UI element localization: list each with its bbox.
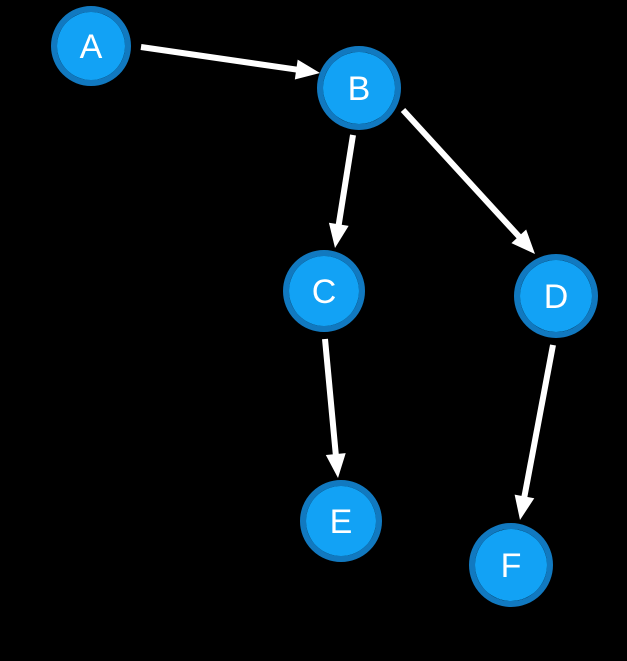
arrowhead-icon <box>294 59 320 80</box>
node-circle <box>289 256 359 326</box>
graph-node-f[interactable]: F <box>469 523 553 607</box>
graph-edge <box>322 338 346 478</box>
arrowhead-icon <box>328 222 349 248</box>
graph-node-d[interactable]: D <box>514 254 598 338</box>
graph-edge <box>140 44 320 80</box>
graph-edge <box>514 344 556 520</box>
arrowhead-icon <box>514 494 535 520</box>
node-ring <box>283 250 365 332</box>
node-circle <box>306 486 376 556</box>
node-ring <box>514 254 598 338</box>
graph-node-e[interactable]: E <box>300 480 382 562</box>
arrowhead-icon <box>325 453 346 478</box>
node-ring <box>469 523 553 607</box>
node-circle <box>520 260 592 332</box>
arrowhead-icon <box>511 229 535 254</box>
node-circle <box>323 52 395 124</box>
node-circle <box>57 12 125 80</box>
node-ring <box>51 6 131 86</box>
edges-layer <box>140 44 556 520</box>
graph-node-a[interactable]: A <box>51 6 131 86</box>
graph-edge <box>400 107 535 254</box>
nodes-layer: A B C D E F <box>51 6 598 607</box>
graph-node-b[interactable]: B <box>317 46 401 130</box>
graph-edge <box>328 134 356 248</box>
graph-node-c[interactable]: C <box>283 250 365 332</box>
node-circle <box>475 529 547 601</box>
node-ring <box>317 46 401 130</box>
node-ring <box>300 480 382 562</box>
